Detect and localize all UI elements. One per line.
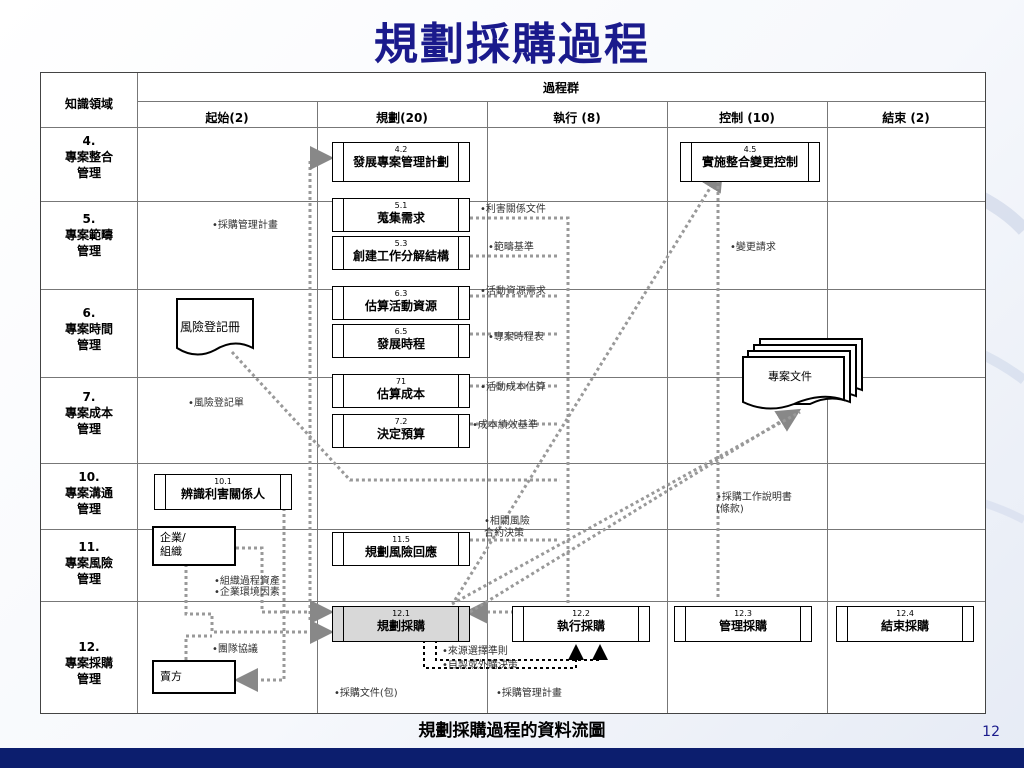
col-executing: 執行 (8): [553, 111, 601, 125]
process-groups-header: 過程群: [542, 81, 579, 95]
project-documents-label: 專案文件: [768, 370, 812, 383]
risk-register-document-icon: [176, 298, 254, 356]
col-controlling: 控制 (10): [719, 111, 775, 125]
note-procurement-plan: •採購管理計畫: [212, 220, 278, 231]
note-cost-baseline: •成本績效基準: [472, 420, 538, 431]
row-time: 6.專案時間管理: [64, 306, 113, 352]
row-procurement: 12.專案採購管理: [64, 640, 113, 686]
note-teaming: •團隊協議: [212, 644, 258, 655]
note-activity-cost: •活動成本估算: [480, 382, 546, 393]
note-scope-baseline: •範疇基準: [488, 242, 534, 253]
row-risk: 11.專案風險管理: [64, 540, 113, 586]
page-number: 12: [982, 724, 1000, 740]
note-schedule: •專案時程表: [488, 332, 544, 343]
note-sow: •採購工作說明書(條款): [716, 492, 792, 515]
col-initiating: 起始(2): [205, 111, 249, 125]
note-source-criteria: •來源選擇準則: [442, 646, 508, 657]
row-scope: 5.專案範疇管理: [64, 212, 113, 258]
slide-caption: 規劃採購過程的資料流圖: [418, 721, 606, 741]
buyer-box: 賣方: [152, 660, 236, 694]
row-communication: 10.專案溝通管理: [64, 470, 113, 516]
note-org-assets: •組織過程資產•企業環境因素: [214, 576, 280, 598]
note-proc-docs: •採購文件(包): [334, 688, 398, 699]
row-cost: 7.專案成本管理: [64, 390, 113, 436]
knowledge-area-header: 知識領域: [64, 97, 113, 111]
bottom-bar: [0, 748, 1024, 768]
row-integration: 4.專案整合管理: [64, 134, 113, 180]
note-activity-resource: •活動資源需求: [480, 286, 546, 297]
note-make-buy: •自製或外購決策: [442, 660, 518, 671]
slide-title: 規劃採購過程: [374, 19, 650, 70]
note-risk-decisions: •相關風險合約決策: [484, 516, 530, 539]
project-documents-icon: [742, 338, 863, 410]
note-risk-register: •風險登記單: [188, 398, 244, 409]
risk-register-label: 風險登記冊: [180, 320, 241, 334]
col-closing: 結束 (2): [882, 111, 930, 125]
note-stakeholder-doc: •利害關係文件: [480, 204, 546, 215]
enterprise-organization-box: 企業/組織: [152, 526, 236, 566]
note-change-request: •變更請求: [730, 242, 776, 253]
col-planning: 規劃(20): [376, 111, 428, 125]
note-proc-mgmt-plan: •採購管理計畫: [496, 688, 562, 699]
